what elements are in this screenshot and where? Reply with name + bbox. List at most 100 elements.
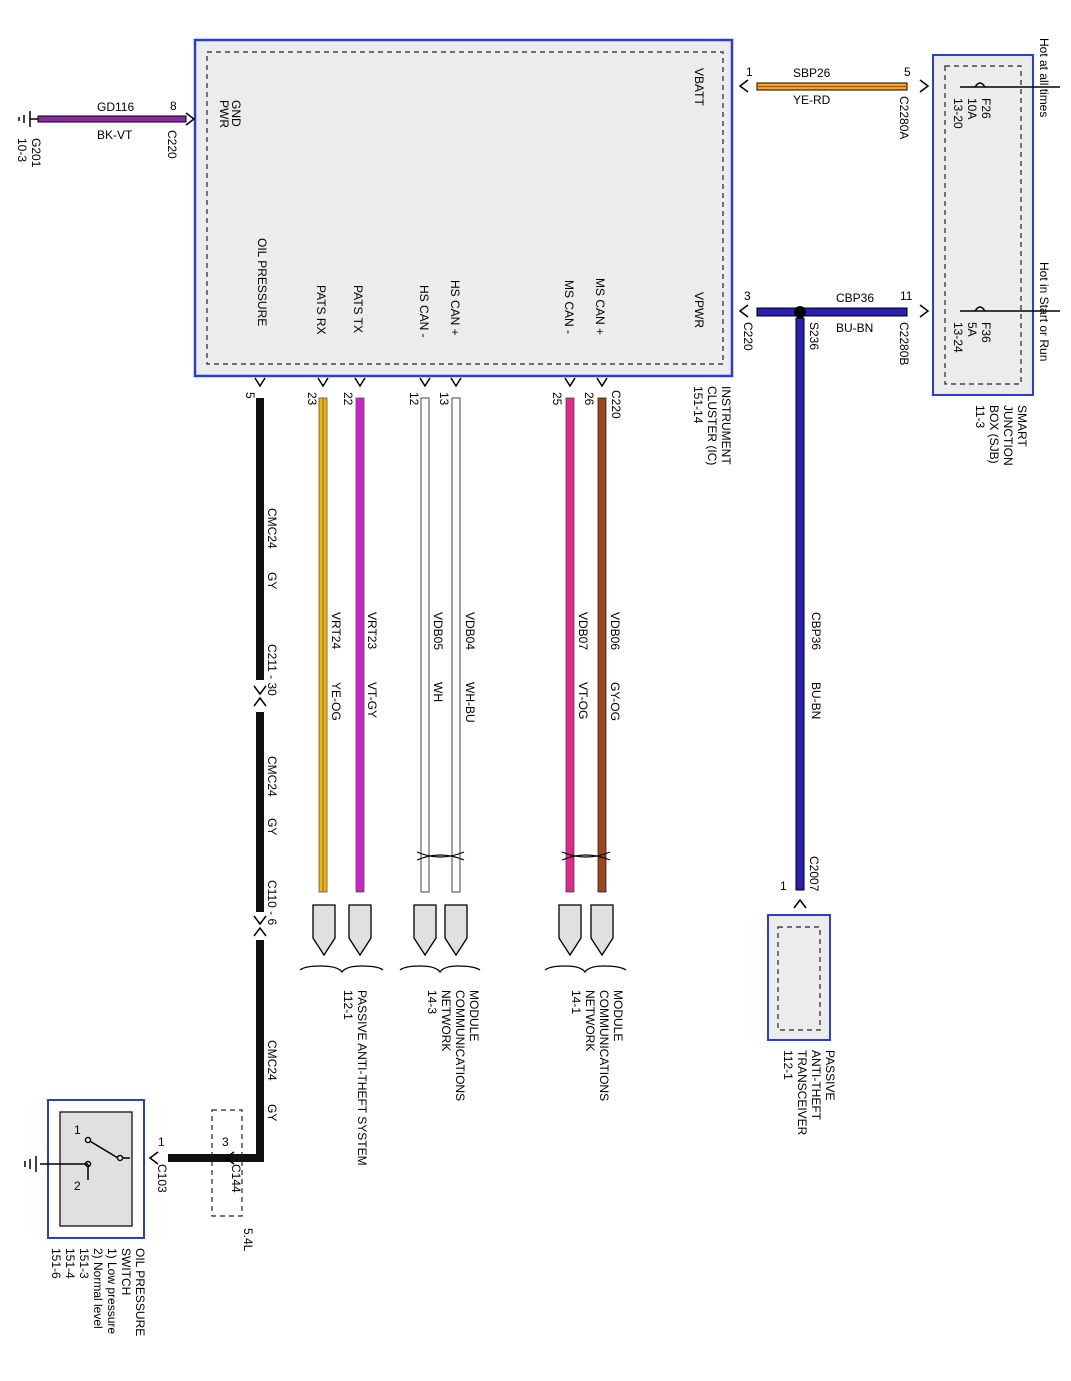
continuation-connectors	[312, 904, 614, 957]
vpwr-connector-left: C220	[741, 322, 755, 351]
sjb-box	[932, 54, 1034, 396]
vbatt-wire-name: SBP26	[793, 66, 831, 80]
switch-symbol-icon	[40, 1136, 130, 1180]
oil-wire-seg3	[256, 940, 264, 1158]
twist-ms	[561, 851, 611, 861]
instrument-cluster-box	[193, 38, 734, 378]
vpwr-wire	[756, 307, 908, 317]
splice-label: S236	[807, 322, 821, 350]
oil-wire-c-color: GY	[265, 1104, 279, 1121]
oil-wire-b-name: CMC24	[265, 756, 279, 797]
ground-ref-1: G201	[29, 138, 43, 168]
transceiver-label-1: PASSIVE	[823, 1050, 837, 1100]
transceiver-wire	[795, 317, 805, 891]
fuse-f36-rating: 5A	[965, 322, 979, 337]
transceiver-label-3: TRANSCEIVER	[795, 1050, 809, 1136]
hs-minus-wire-name: VDB05	[431, 612, 445, 650]
pin-pats-rx: PATS RX	[314, 285, 328, 335]
vpwr-pin-left: 3	[744, 289, 751, 303]
pin-hs-can-minus: HS CAN -	[417, 285, 431, 338]
fuse-f26-ref: 13-20	[951, 98, 965, 129]
ground-connector-arrow	[185, 112, 196, 126]
hs-minus-wire-color: WH	[431, 682, 445, 702]
hs-network-label-2: COMMUNICATIONS	[453, 990, 467, 1101]
oil-wire-a-name: CMC24	[265, 508, 279, 549]
vbatt-sjb-arrow	[919, 79, 930, 93]
transceiver-box	[767, 914, 831, 1041]
pin-vbatt: VBATT	[692, 68, 706, 106]
ms-network-label-2: COMMUNICATIONS	[597, 990, 611, 1101]
c220-bottom-label: C220	[609, 390, 623, 419]
oil-switch-label-3: 1) Low pressure	[105, 1248, 119, 1334]
hs-network-label-3: NETWORK	[439, 990, 453, 1051]
sjb-label-4: 11-3	[973, 405, 987, 428]
oil-switch-label-1: OIL PRESSURE	[133, 1248, 147, 1336]
transceiver-label-2: ANTI-THEFT	[809, 1050, 823, 1121]
sjb-label-3: BOX (SJB)	[987, 405, 1001, 464]
fuse-f36-name: F36	[979, 322, 993, 343]
c103-pin: 1	[158, 1135, 165, 1149]
ms-plus-wire-color: GY-OG	[608, 682, 622, 721]
pin-12: 12	[407, 392, 421, 406]
transceiver-connector: C2007	[807, 856, 821, 892]
vpwr-pin-right: 11	[900, 289, 913, 303]
pin-ms-can-plus: MS CAN +	[593, 278, 607, 335]
pats-rx-wire-color: YE-OG	[329, 682, 343, 721]
splice-s236	[794, 306, 806, 318]
fuse-f36-icon	[974, 306, 986, 312]
sjb-label-2: JUNCTION	[1001, 405, 1015, 466]
ms-can-minus-wire	[565, 397, 575, 893]
sjb-inner	[944, 65, 1022, 385]
pats-system-label-2: 112-1	[341, 990, 355, 1020]
fuse-f26-name: F26	[979, 98, 993, 119]
ic-title-1: INSTRUMENT	[719, 386, 733, 465]
ms-network-label-4: 14-1	[569, 990, 583, 1014]
switch-pin-2: 2	[74, 1179, 81, 1193]
oil-wire-seg2	[256, 712, 264, 912]
transceiver-pin: 1	[780, 879, 787, 893]
oil-switch-inner	[59, 1111, 133, 1227]
switch-pin-1: 1	[74, 1123, 81, 1137]
c103-arrow	[148, 1151, 159, 1165]
fuse-f36-ref: 13-24	[951, 322, 965, 353]
sjb-label-1: SMART	[1015, 405, 1029, 447]
transceiver-label-4: 112-1	[781, 1050, 795, 1080]
transceiver-arrow	[793, 898, 807, 909]
ms-network-label-3: NETWORK	[583, 990, 597, 1051]
ms-minus-wire-color: VT-OG	[576, 682, 590, 719]
vbatt-pin-right: 5	[904, 65, 911, 79]
ground-connector: C220	[165, 130, 179, 159]
pats-tx-wire-name: VRT23	[365, 612, 379, 649]
transceiver-inner	[777, 926, 821, 1031]
hs-can-plus-wire	[451, 397, 461, 893]
ground-wire	[37, 115, 187, 123]
c103-label: C103	[155, 1164, 169, 1193]
twist-hs	[416, 851, 465, 861]
pin-13: 13	[437, 392, 451, 406]
oil-inline2: C110 - 6	[265, 880, 279, 925]
c144-label: C144	[229, 1164, 243, 1193]
switch-ground-icon	[24, 1156, 37, 1172]
oil-switch-label-4: 2) Normal level	[91, 1248, 105, 1329]
ms-minus-wire-name: VDB07	[576, 612, 590, 650]
pin-25: 25	[550, 392, 564, 406]
ground-wire-name: GD116	[97, 100, 134, 114]
pin-5: 5	[243, 392, 257, 399]
oil-switch-label-5: 151-3	[77, 1248, 91, 1279]
oil-wire-seg1	[256, 398, 264, 680]
pats-system-label-1: PASSIVE ANTI-THEFT SYSTEM	[355, 990, 369, 1166]
vpwr-wire-color: BU-BN	[836, 321, 873, 335]
hs-plus-wire-name: VDB04	[463, 612, 477, 650]
vbatt-pin-left: 1	[746, 65, 753, 79]
pin-vpwr: VPWR	[692, 292, 706, 328]
oil-switch-label-6: 151-4	[63, 1248, 77, 1279]
vbatt-ic-arrow	[738, 79, 749, 93]
engine-label: 5.4L	[241, 1228, 255, 1252]
ic-title-3: 151-14	[691, 386, 705, 424]
fuse-f26-icon	[974, 82, 986, 88]
vpwr-wire-name: CBP36	[836, 291, 874, 305]
oil-switch-label-7: 151-6	[49, 1248, 63, 1279]
hs-network-label-1: MODULE	[467, 990, 481, 1041]
inline1-arrow	[253, 685, 267, 707]
